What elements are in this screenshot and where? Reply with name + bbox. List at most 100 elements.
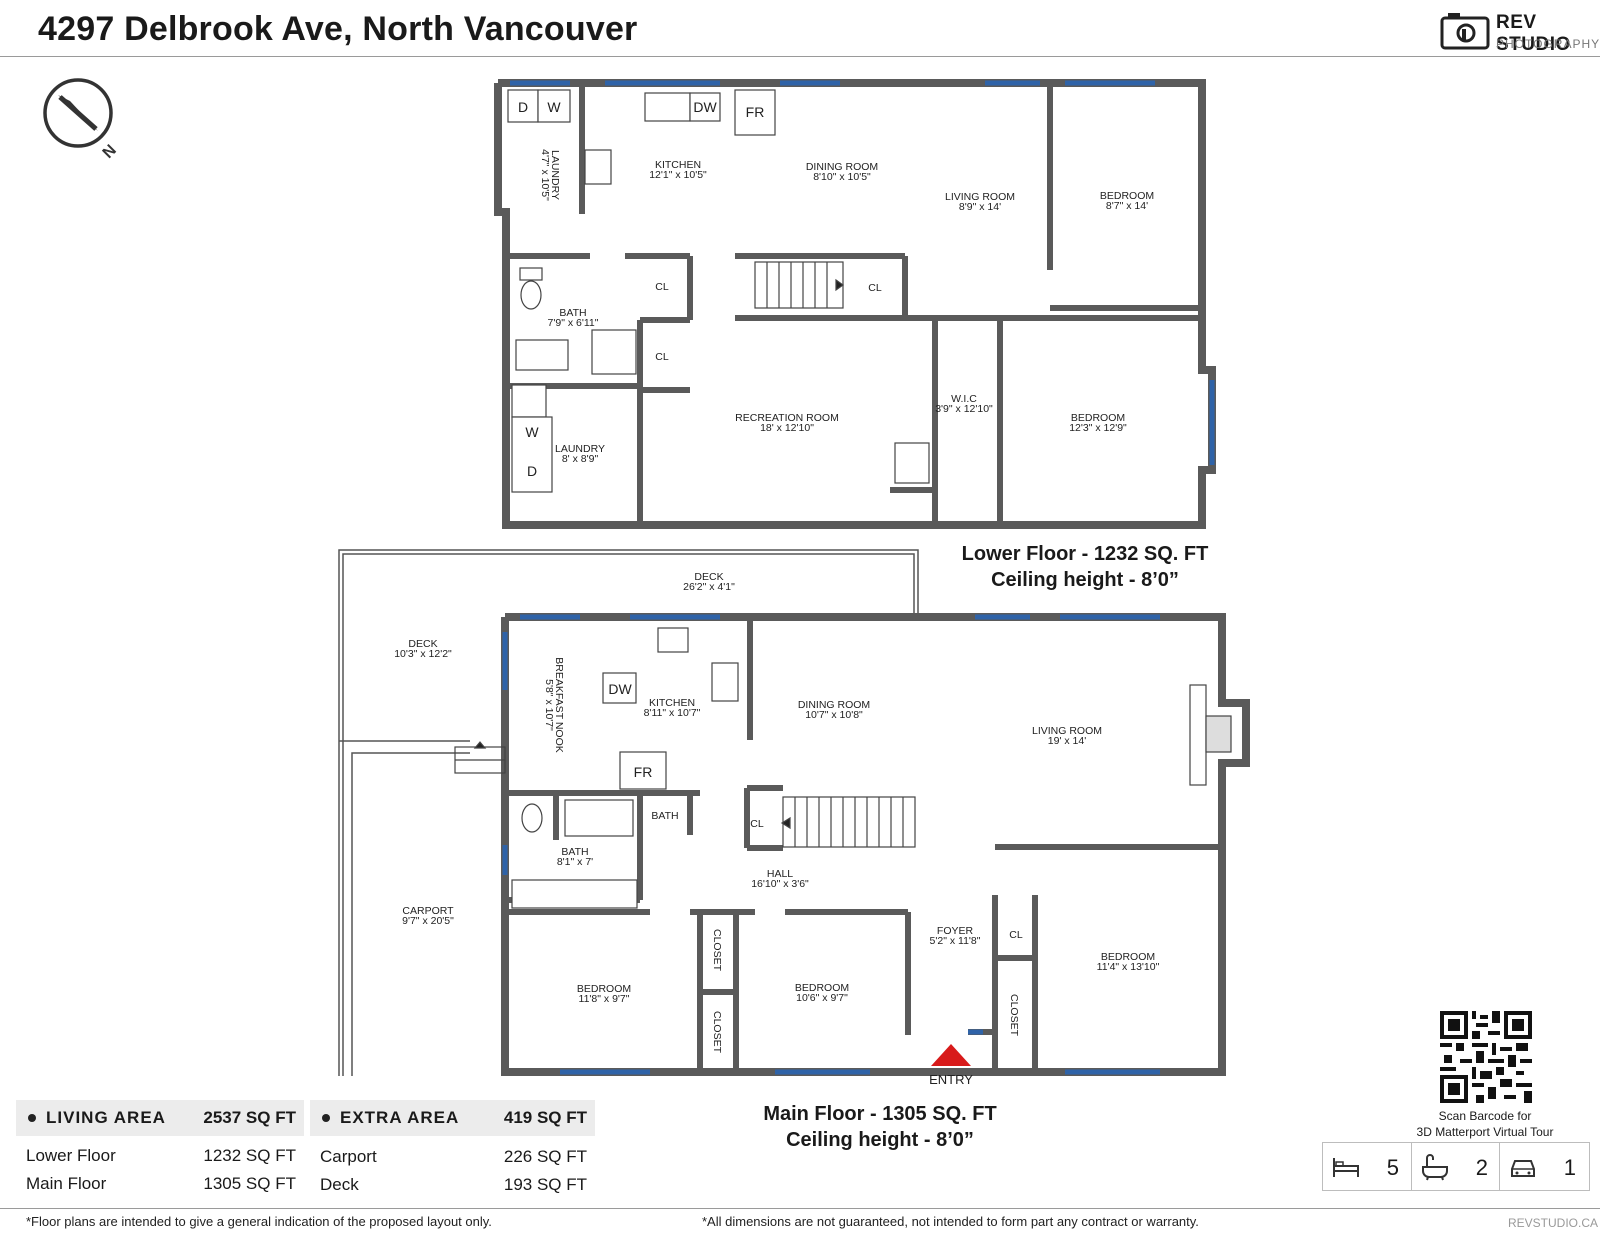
room-dims: 11'4" x 13'10" bbox=[1097, 961, 1160, 973]
lower-floor-plan bbox=[494, 79, 1216, 529]
extra-area-total: 419 SQ FT bbox=[503, 1108, 587, 1127]
brand-logo: REV STUDIO PHOTOGRAPHY bbox=[1440, 10, 1599, 55]
main-floor-ceiling: Ceiling height - 8’0” bbox=[786, 1129, 974, 1151]
dryer-label-2: D bbox=[527, 463, 537, 479]
lower-floor-ceiling: Ceiling height - 8’0” bbox=[991, 569, 1179, 591]
area-row-value: 226 SQ FT bbox=[503, 1147, 587, 1166]
brand-subtitle: PHOTOGRAPHY bbox=[1496, 37, 1600, 51]
room-name: BEDROOM bbox=[1101, 951, 1155, 963]
dishwasher-label: DW bbox=[608, 681, 632, 697]
fridge-label: FR bbox=[634, 764, 653, 780]
closet-label: CLOSET bbox=[711, 929, 723, 972]
bullet-icon bbox=[322, 1114, 330, 1122]
bedroom-count: 5 bbox=[1323, 1143, 1411, 1190]
lower-stairs bbox=[754, 261, 845, 309]
main-room-labels: DECK 26'2" x 4'1" DECK 10'3" x 12'2" BRE… bbox=[394, 571, 1159, 1005]
main-fixtures bbox=[511, 627, 1232, 909]
lower-fixtures bbox=[507, 89, 930, 493]
entry-arrow-icon bbox=[931, 1044, 971, 1066]
page-title: 4297 Delbrook Ave, North Vancouver bbox=[38, 10, 638, 48]
entry-marker: ENTRY bbox=[929, 1044, 973, 1087]
room-name: DECK bbox=[408, 638, 437, 650]
compass-label: N bbox=[100, 142, 120, 162]
room-dims: 8'9" x 14' bbox=[959, 201, 1001, 213]
extra-area-label: EXTRA AREA bbox=[340, 1108, 460, 1127]
dryer-label: D bbox=[518, 99, 528, 115]
lower-fixture-labels: D W DW FR W D CL CL CL bbox=[518, 99, 882, 479]
qr-caption-line: 3D Matterport Virtual Tour bbox=[1416, 1125, 1554, 1139]
room-dims: 12'1" x 10'5" bbox=[649, 169, 707, 181]
room-name: W.I.C bbox=[951, 393, 977, 405]
qr-caption: Scan Barcode for 3D Matterport Virtual T… bbox=[1405, 1108, 1565, 1140]
bathroom-count: 2 bbox=[1411, 1143, 1500, 1190]
main-floor-caption: Main Floor - 1305 SQ. FT Ceiling height … bbox=[745, 1101, 1015, 1153]
main-windows bbox=[502, 614, 1160, 1075]
qr-code-icon[interactable] bbox=[1440, 1011, 1532, 1103]
room-name: LIVING ROOM bbox=[945, 191, 1015, 203]
area-row-value: 1305 SQ FT bbox=[203, 1174, 296, 1193]
living-area-header: LIVING AREA 2537 SQ FT bbox=[16, 1100, 304, 1136]
area-row-name: Carport bbox=[320, 1147, 377, 1166]
washer-label: W bbox=[547, 99, 561, 115]
main-fixture-labels: DW FR BATH CL CL CLOSET CLOSET CLOSET bbox=[608, 681, 1023, 1054]
footer-disclaimer-left: *Floor plans are intended to give a gene… bbox=[26, 1214, 492, 1229]
room-dims: 8'7" x 14' bbox=[1106, 200, 1148, 212]
main-outer-wall bbox=[501, 613, 1250, 1076]
room-name: BEDROOM bbox=[795, 982, 849, 994]
room-name: BEDROOM bbox=[1071, 412, 1125, 424]
bed-icon bbox=[1333, 1158, 1359, 1177]
room-name: BEDROOM bbox=[1100, 190, 1154, 202]
living-area-label: LIVING AREA bbox=[46, 1108, 166, 1127]
room-name: BATH bbox=[559, 307, 586, 319]
room-name: RECREATION ROOM bbox=[735, 412, 839, 424]
room-dims: 8' x 8'9" bbox=[562, 453, 599, 465]
dishwasher-label: DW bbox=[693, 99, 717, 115]
room-name: LAUNDRY bbox=[555, 443, 605, 455]
room-name: DINING ROOM bbox=[798, 699, 870, 711]
compass-icon: N bbox=[43, 78, 120, 162]
lower-floor-caption: Lower Floor - 1232 SQ. FT Ceiling height… bbox=[950, 541, 1220, 593]
parking-count-value: 1 bbox=[1563, 1155, 1576, 1180]
room-dims: 8'1" x 7' bbox=[557, 856, 593, 868]
area-row-name: Main Floor bbox=[26, 1174, 107, 1193]
room-dims: 19' x 14' bbox=[1048, 735, 1086, 747]
washer-label-2: W bbox=[525, 424, 539, 440]
room-dims: 3'9" x 12'10" bbox=[935, 403, 993, 415]
footer-disclaimer-right: *All dimensions are not guaranteed, not … bbox=[702, 1214, 1199, 1229]
bedroom-count-value: 5 bbox=[1386, 1155, 1399, 1180]
living-area-total: 2537 SQ FT bbox=[203, 1108, 296, 1127]
entry-label: ENTRY bbox=[929, 1072, 973, 1087]
room-dims: 12'3" x 12'9" bbox=[1069, 422, 1127, 434]
closet-label: CL bbox=[1009, 929, 1023, 941]
room-dims: 11'8" x 9'7" bbox=[579, 993, 630, 1005]
room-dims: 10'7" x 10'8" bbox=[805, 709, 863, 721]
footer-website[interactable]: REVSTUDIO.CA bbox=[1508, 1216, 1599, 1230]
room-dims: 7'9" x 6'11" bbox=[548, 317, 599, 329]
area-row-name: Lower Floor bbox=[26, 1146, 116, 1165]
lower-windows bbox=[510, 80, 1215, 465]
room-dims: 9'7" x 20'5" bbox=[402, 915, 454, 927]
lower-floor-area: Lower Floor - 1232 SQ. FT bbox=[961, 543, 1209, 565]
room-dims: 8'10" x 10'5" bbox=[813, 171, 871, 183]
property-stats: 5 2 1 bbox=[1322, 1142, 1590, 1191]
closet-label: CLOSET bbox=[1008, 994, 1020, 1037]
area-row-value: 1232 SQ FT bbox=[203, 1146, 296, 1165]
fridge-label: FR bbox=[746, 104, 765, 120]
ensuite-bath-label: BATH bbox=[651, 810, 678, 822]
room-dims: 26'2" x 4'1" bbox=[683, 581, 735, 593]
car-icon bbox=[1511, 1160, 1535, 1177]
lower-interior-walls bbox=[506, 83, 1202, 525]
room-name: HALL bbox=[767, 868, 793, 880]
closet-label: CLOSET bbox=[711, 1011, 723, 1054]
closet-label: CL bbox=[655, 351, 669, 363]
room-name: DINING ROOM bbox=[806, 161, 878, 173]
main-outdoor-areas bbox=[338, 549, 919, 1076]
bathroom-count-value: 2 bbox=[1475, 1155, 1488, 1180]
room-name: DECK bbox=[694, 571, 723, 583]
room-dims: 8'11" x 10'7" bbox=[644, 707, 701, 719]
qr-caption-line: Scan Barcode for bbox=[1438, 1109, 1532, 1123]
lower-outer-wall bbox=[494, 79, 1216, 529]
room-dims: 5'2" x 11'8" bbox=[930, 935, 981, 947]
room-name: LAUNDRY bbox=[549, 150, 561, 200]
